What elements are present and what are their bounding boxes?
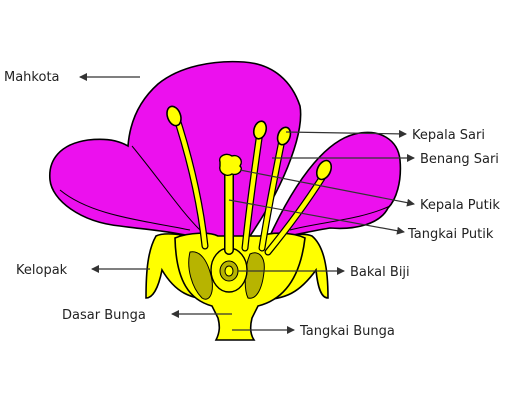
label-dasar-bunga: Dasar Bunga bbox=[62, 308, 146, 323]
filament-3-fill bbox=[259, 137, 285, 251]
label-bakal-biji: Bakal Biji bbox=[350, 265, 410, 280]
label-kepala-sari: Kepala Sari bbox=[412, 128, 485, 143]
label-mahkota: Mahkota bbox=[4, 70, 60, 85]
label-benang-sari: Benang Sari bbox=[420, 152, 499, 167]
ovule-inner bbox=[224, 265, 234, 277]
petal-vein-bottom bbox=[59, 189, 191, 231]
anther-4 bbox=[315, 159, 333, 181]
arrow-tangkai-putik bbox=[228, 199, 405, 235]
label-kepala-putik: Kepala Putik bbox=[420, 198, 500, 213]
label-tangkai-bunga: Tangkai Bunga bbox=[299, 324, 395, 339]
leader-lines bbox=[79, 73, 415, 334]
stigma bbox=[219, 153, 242, 176]
anthers bbox=[166, 105, 333, 181]
petal-vein-left bbox=[131, 145, 201, 231]
ovary bbox=[188, 247, 265, 300]
anther-2 bbox=[252, 120, 268, 140]
label-kelopak: Kelopak bbox=[16, 263, 68, 278]
petal-left bbox=[49, 60, 302, 241]
arrow-kepala-putik bbox=[239, 169, 415, 207]
arrow-kepala-sari bbox=[285, 129, 407, 138]
filament-2-fill bbox=[242, 129, 263, 251]
anther-1 bbox=[166, 105, 182, 127]
filament-1-fill bbox=[175, 119, 208, 249]
label-tangkai-putik: Tangkai Putik bbox=[407, 227, 494, 242]
ovary-left-chamber bbox=[188, 251, 213, 300]
